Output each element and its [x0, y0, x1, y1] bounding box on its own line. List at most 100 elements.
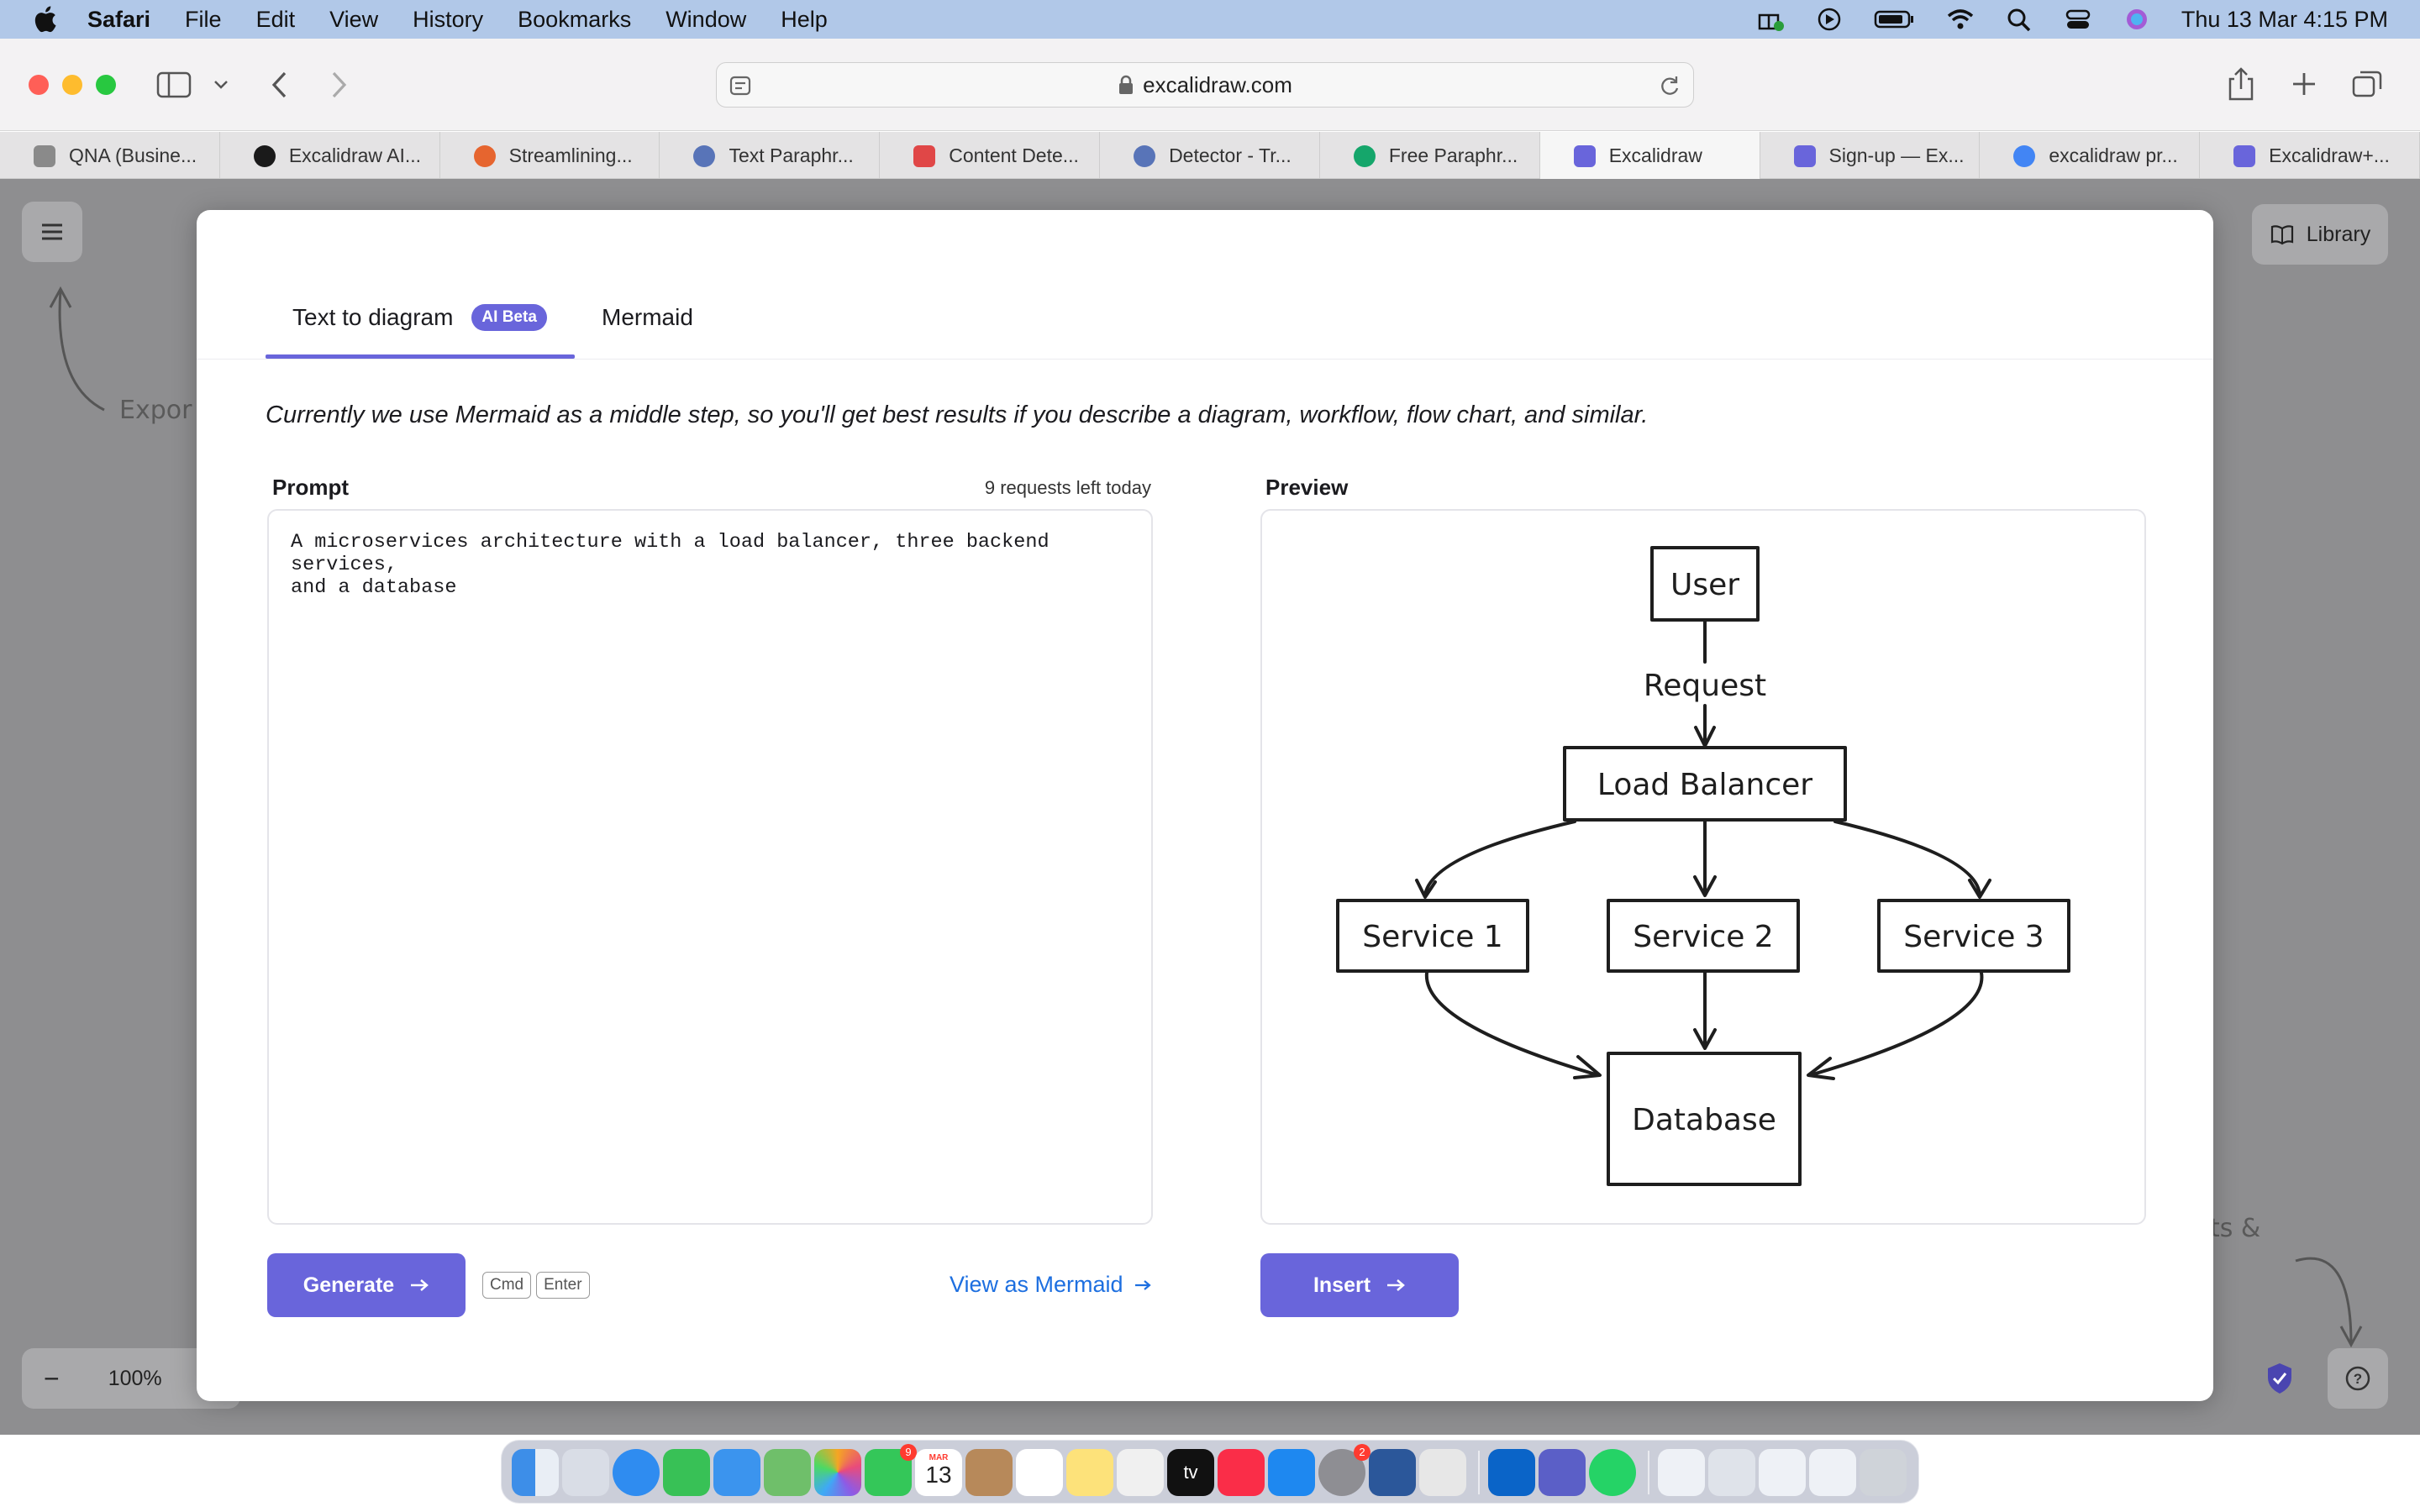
messages-icon[interactable]	[663, 1449, 710, 1496]
favicon-icon	[1353, 145, 1376, 167]
zoom-level[interactable]: 100%	[108, 1366, 162, 1390]
arrowhead-icon	[1694, 726, 1716, 748]
new-tab-icon[interactable]	[2291, 71, 2317, 97]
arrow-right-icon	[1134, 1279, 1151, 1290]
page-menu-icon[interactable]	[729, 74, 754, 97]
reload-icon[interactable]	[1658, 74, 1681, 97]
browser-tab[interactable]: Text Paraphr...	[660, 132, 881, 179]
insert-label: Insert	[1313, 1273, 1371, 1297]
canvas-hint-right: ts &	[2210, 1214, 2261, 1243]
minimize-window-button[interactable]	[62, 75, 82, 95]
library-button[interactable]: Library	[2252, 204, 2388, 265]
control-center-icon[interactable]	[2064, 7, 2092, 32]
back-icon[interactable]	[267, 69, 292, 101]
menu-history[interactable]: History	[413, 6, 484, 32]
ai-beta-badge: AI Beta	[471, 304, 547, 331]
browser-tab[interactable]: Excalidraw+...	[2200, 132, 2420, 179]
canvas-hint-left: Expor	[119, 396, 192, 425]
dock-divider	[1478, 1451, 1480, 1494]
battery-icon[interactable]	[1874, 7, 1916, 32]
tab-mermaid[interactable]: Mermaid	[602, 304, 693, 330]
trash-icon[interactable]	[1860, 1449, 1907, 1496]
chevron-down-icon[interactable]	[212, 77, 230, 92]
apple-tv-icon[interactable]: tv	[1167, 1449, 1214, 1496]
play-status-icon[interactable]	[1815, 7, 1844, 32]
forward-icon	[332, 71, 347, 98]
app-store-icon[interactable]	[1268, 1449, 1315, 1496]
menu-view[interactable]: View	[329, 6, 379, 32]
notes-icon[interactable]	[1066, 1449, 1113, 1496]
browser-tab[interactable]: Streamlining...	[440, 132, 660, 179]
apple-logo-icon[interactable]	[32, 5, 57, 34]
tab-overview-icon[interactable]	[2351, 69, 2383, 99]
browser-tab[interactable]: Sign-up — Ex...	[1760, 132, 1981, 179]
share-icon[interactable]	[2227, 66, 2255, 102]
music-icon[interactable]	[1218, 1449, 1265, 1496]
menu-file[interactable]: File	[185, 6, 222, 32]
browser-tab[interactable]: Excalidraw AI...	[220, 132, 440, 179]
menu-bookmarks[interactable]: Bookmarks	[518, 6, 632, 32]
sidebar-toggle-icon[interactable]	[156, 71, 192, 99]
siri-icon[interactable]	[2123, 7, 2151, 32]
browser-tab-active[interactable]: Excalidraw	[1539, 132, 1760, 179]
reminders-icon[interactable]	[1016, 1449, 1063, 1496]
menu-edit[interactable]: Edit	[255, 6, 296, 32]
whatsapp-icon[interactable]	[1589, 1449, 1636, 1496]
finder-icon[interactable]	[512, 1449, 559, 1496]
shield-check-icon[interactable]	[2265, 1362, 2294, 1395]
browser-tab[interactable]: Detector - Tr...	[1100, 132, 1320, 179]
facetime-icon[interactable]: 9	[865, 1444, 917, 1496]
active-tab-indicator	[266, 354, 575, 359]
insert-button[interactable]: Insert	[1260, 1253, 1459, 1317]
dock: 9 MAR 13 tv 2	[501, 1440, 1919, 1504]
address-bar[interactable]: excalidraw.com	[716, 62, 1694, 108]
wifi-icon[interactable]	[1946, 7, 1975, 32]
menu-help[interactable]: Help	[781, 6, 828, 32]
recent-document-icon[interactable]	[1658, 1449, 1705, 1496]
photos-icon[interactable]	[814, 1449, 861, 1496]
teams-icon[interactable]	[1539, 1449, 1586, 1496]
browser-tab[interactable]: QNA (Busine...	[0, 132, 220, 179]
menu-window[interactable]: Window	[666, 6, 747, 32]
close-window-button[interactable]	[29, 75, 49, 95]
edge-s3-db	[1808, 971, 1984, 1077]
node-database-label: Database	[1632, 1103, 1776, 1137]
browser-tab[interactable]: Free Paraphr...	[1320, 132, 1540, 179]
browser-tab[interactable]: Content Dete...	[880, 132, 1101, 179]
help-button[interactable]: ?	[2328, 1348, 2388, 1409]
tab-text-to-diagram[interactable]: Text to diagram AI Beta	[292, 304, 547, 331]
view-as-mermaid-link[interactable]: View as Mermaid	[950, 1272, 1152, 1298]
calendar-day: 13	[925, 1462, 952, 1488]
outlook-icon[interactable]	[1488, 1449, 1535, 1496]
zoom-out-button[interactable]: −	[44, 1362, 60, 1394]
generate-button[interactable]: Generate	[267, 1253, 466, 1317]
prompt-textarea[interactable]: A microservices architecture with a load…	[267, 509, 1153, 1225]
zoom-window-button[interactable]	[96, 75, 116, 95]
dock-divider	[1648, 1451, 1649, 1494]
recent-document-icon[interactable]	[1759, 1449, 1806, 1496]
launchpad-icon[interactable]	[562, 1449, 609, 1496]
menu-app-safari[interactable]: Safari	[87, 6, 151, 32]
word-icon[interactable]	[1369, 1449, 1416, 1496]
safari-icon[interactable]	[613, 1449, 660, 1496]
gift-status-icon[interactable]	[1756, 7, 1785, 32]
maps-icon[interactable]	[764, 1449, 811, 1496]
iphone-mirroring-icon[interactable]	[1419, 1449, 1466, 1496]
tab-label: Text Paraphr...	[729, 144, 854, 166]
mail-icon[interactable]	[713, 1449, 760, 1496]
calendar-icon[interactable]: MAR 13	[915, 1449, 962, 1496]
node-service2-box	[1607, 899, 1800, 973]
tab-label: Excalidraw+...	[2269, 144, 2390, 166]
recent-document-icon[interactable]	[1708, 1449, 1755, 1496]
contacts-icon[interactable]	[965, 1449, 1013, 1496]
recent-document-icon[interactable]	[1809, 1449, 1856, 1496]
main-menu-button[interactable]	[22, 202, 82, 262]
arrowhead-icon	[1968, 879, 1991, 899]
menubar-clock[interactable]: Thu 13 Mar 4:15 PM	[2181, 6, 2388, 32]
system-settings-icon[interactable]: 2	[1318, 1444, 1370, 1496]
spotlight-search-icon[interactable]	[2005, 7, 2033, 32]
arrowhead-icon	[1693, 875, 1717, 897]
freeform-icon[interactable]	[1117, 1449, 1164, 1496]
browser-tab[interactable]: excalidraw pr...	[1980, 132, 2201, 179]
url-text[interactable]: excalidraw.com	[1143, 71, 1292, 97]
